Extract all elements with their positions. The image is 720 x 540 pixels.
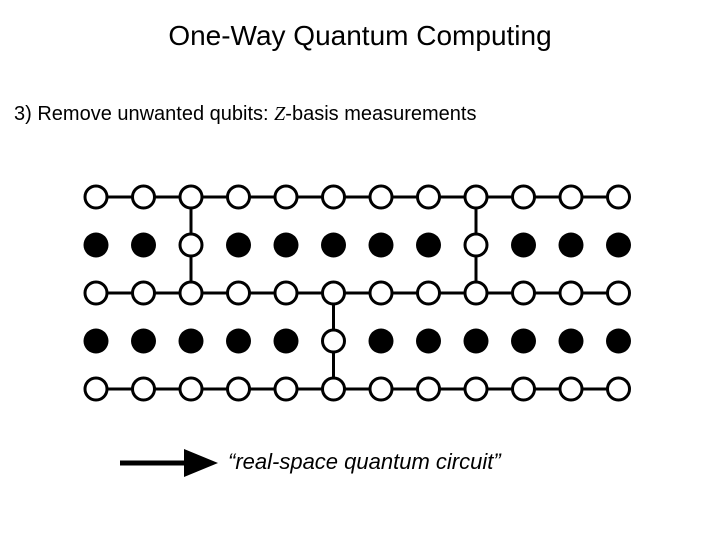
arrow-icon — [120, 449, 218, 477]
step-prefix: 3) Remove unwanted qubits: — [14, 103, 275, 125]
qubit — [321, 280, 346, 306]
measured-qubit — [558, 232, 584, 258]
measured-qubit — [416, 328, 441, 354]
qubit — [558, 376, 584, 402]
basis-variable: Z — [274, 103, 286, 125]
qubit — [131, 376, 156, 402]
qubit — [178, 376, 204, 402]
qubit — [606, 376, 631, 402]
measured-qubit — [178, 328, 204, 354]
qubit — [321, 184, 346, 210]
qubit — [321, 376, 346, 402]
qubit — [558, 280, 584, 306]
qubit — [273, 184, 299, 210]
step-suffix: -basis measurements — [285, 103, 477, 125]
measured-qubit — [83, 328, 109, 354]
measured-qubit — [606, 328, 631, 354]
circuit-caption: “real-space quantum circuit” — [228, 449, 501, 474]
measured-qubit — [463, 328, 489, 354]
qubit — [131, 280, 156, 306]
qubit — [226, 376, 251, 402]
measured-qubit — [511, 328, 536, 354]
qubit — [558, 184, 584, 210]
qubit — [273, 376, 299, 402]
qubit — [178, 232, 204, 258]
qubit — [416, 376, 441, 402]
measured-qubit — [273, 232, 299, 258]
qubit — [463, 184, 489, 210]
measured-qubit — [131, 328, 156, 354]
measured-qubit — [321, 232, 346, 258]
measured-qubit — [558, 328, 584, 354]
qubit — [178, 280, 204, 306]
qubit — [178, 184, 204, 210]
qubit — [83, 280, 109, 306]
qubit — [368, 376, 394, 402]
qubit — [83, 376, 109, 402]
slide-title: One-Way Quantum Computing — [168, 20, 552, 51]
measured-qubit — [368, 328, 394, 354]
qubit — [226, 280, 251, 306]
measured-qubit — [606, 232, 631, 258]
measured-qubit — [83, 232, 109, 258]
qubit — [368, 280, 394, 306]
lattice-qubits — [83, 184, 631, 402]
qubit — [606, 280, 631, 306]
measured-qubit — [368, 232, 394, 258]
qubit — [511, 280, 536, 306]
qubit — [416, 280, 441, 306]
lattice-links — [96, 195, 619, 391]
qubit — [83, 184, 109, 210]
measured-qubit — [416, 232, 441, 258]
qubit — [463, 280, 489, 306]
measured-qubit — [226, 232, 251, 258]
qubit — [131, 184, 156, 210]
qubit — [463, 376, 489, 402]
qubit — [511, 184, 536, 210]
measured-qubit — [131, 232, 156, 258]
qubit — [368, 184, 394, 210]
qubit — [606, 184, 631, 210]
qubit — [416, 184, 441, 210]
qubit — [226, 184, 251, 210]
measured-qubit — [511, 232, 536, 258]
measured-qubit — [226, 328, 251, 354]
qubit — [273, 280, 299, 306]
step-description: 3) Remove unwanted qubits: Z-basis measu… — [14, 100, 476, 128]
measured-qubit — [273, 328, 299, 354]
qubit — [511, 376, 536, 402]
qubit — [463, 232, 489, 258]
qubit — [321, 328, 346, 354]
